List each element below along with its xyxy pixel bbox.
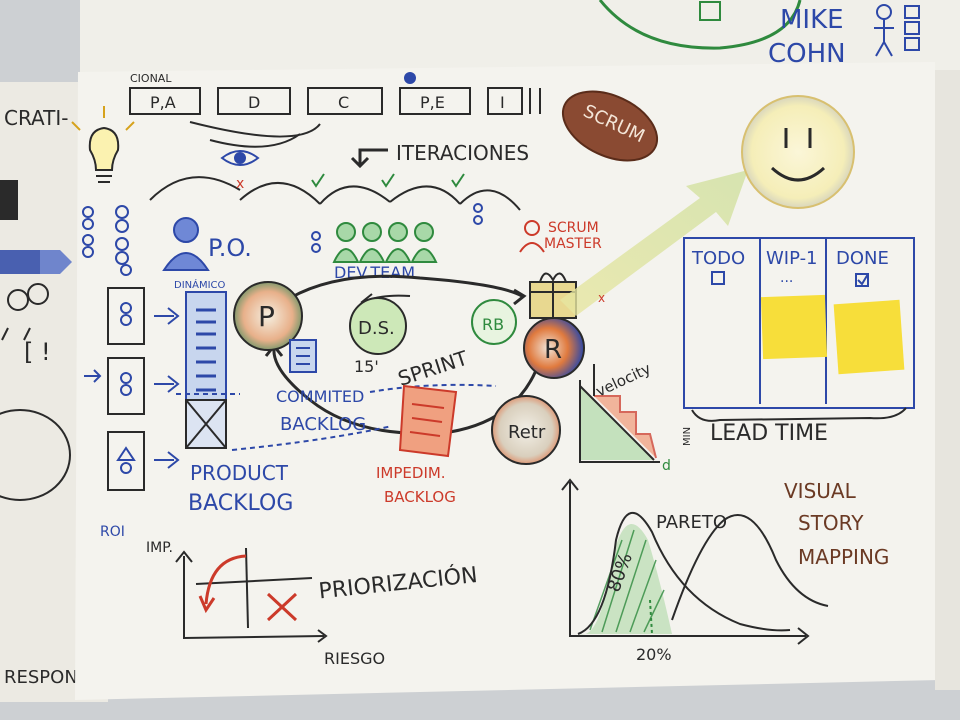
scrum-master-figure <box>519 220 545 253</box>
review-circle-label: R <box>544 335 562 365</box>
kanban-board <box>683 237 915 409</box>
dinamico-label: DINÁMICO <box>174 278 226 291</box>
commited-backlog-doc-icon <box>289 339 317 373</box>
left-word-bottom: RESPONS <box>4 667 89 688</box>
x-mark-review: x <box>598 291 605 305</box>
eye-icon <box>220 150 260 166</box>
daily-scrum-circle <box>349 297 407 355</box>
stick-figures-icon <box>874 4 920 57</box>
kanban-wip-dots: ... <box>780 270 793 286</box>
priorizacion-axes <box>175 547 328 643</box>
product-owner-figure <box>162 217 210 271</box>
commited-backlog-l2: BACKLOG <box>280 414 366 435</box>
dev-team-figures <box>332 222 438 263</box>
corner-label: CIONAL <box>130 72 172 85</box>
priorizacion-x-mark <box>266 592 298 622</box>
velocity-d-label: d <box>662 458 671 474</box>
smiley-face-icon <box>741 95 855 209</box>
eye-icon-top <box>404 72 416 84</box>
left-exclaim: [ ! <box>24 338 51 366</box>
retrospective-circle <box>491 395 561 465</box>
commited-backlog-l1: COMMITED <box>276 387 364 406</box>
left-bottom-ellipse <box>0 409 71 501</box>
vsm-label-l1: VISUAL <box>784 479 857 503</box>
x-mark-iter: x <box>236 176 244 192</box>
commited-dashed-line <box>231 425 393 451</box>
riesgo-label: RIESGO <box>324 649 385 668</box>
lead-time-bracket <box>691 407 907 422</box>
impediment-backlog-l2: BACKLOG <box>384 488 456 506</box>
stage-label-3: P,E <box>420 93 445 112</box>
velocity-chart <box>579 364 660 463</box>
stage-label-2: C <box>338 93 349 112</box>
impediment-backlog-icon <box>398 384 458 458</box>
left-word-top: CRATI- <box>4 106 69 130</box>
pareto-chart <box>561 478 829 645</box>
planning-circle-label: P <box>258 300 275 333</box>
lightbulb-icon <box>71 106 135 183</box>
sprint-dashed-line <box>369 383 497 393</box>
product-backlog-l1: PRODUCT <box>190 461 289 485</box>
iteration-checkmarks <box>311 173 465 188</box>
backlog-cards <box>107 287 145 491</box>
release-burndown-circle <box>471 299 517 345</box>
top-drawing-circle <box>598 0 802 50</box>
planning-circle <box>233 281 303 351</box>
kanban-todo-header: TODO <box>691 248 745 269</box>
minutes-label: 15' <box>354 357 379 376</box>
scrum-rugby-ball <box>561 90 659 162</box>
left-chevron-arrows-icon <box>0 250 72 274</box>
stage-label-0: P,A <box>150 93 176 112</box>
card-to-backlog-arrows <box>84 307 180 469</box>
impediment-backlog-l1: IMPEDIM. <box>376 464 446 482</box>
author-name-line1: MIKE <box>780 5 844 35</box>
roi-label: ROI <box>100 524 125 540</box>
sticky-note-wip <box>760 294 828 360</box>
lead-time-label: LEAD TIME <box>710 421 828 446</box>
left-dark-box <box>0 180 18 220</box>
iteraciones-label: ITERACIONES <box>396 141 529 165</box>
scrum-master-label-l1: SCRUM <box>548 220 599 236</box>
product-backlog-l2: BACKLOG <box>188 491 293 516</box>
daily-scrum-label: D.S. <box>358 318 395 339</box>
stages-row <box>129 87 541 148</box>
stakeholder-figures <box>82 205 132 276</box>
po-label: P.O. <box>208 234 252 262</box>
main-paper-sheet <box>75 62 940 700</box>
success-arrow <box>560 170 748 316</box>
product-backlog-stack <box>176 291 240 449</box>
sticky-note-done <box>833 299 905 375</box>
kanban-done-checkbox <box>855 273 869 287</box>
iteration-arcs <box>149 176 521 211</box>
dev-team-side-figures <box>311 203 483 253</box>
backlog-card-figures <box>116 302 136 474</box>
pareto-label: PARETO <box>656 512 727 533</box>
vsm-label-l2: STORY <box>798 511 864 535</box>
kanban-done-header: DONE <box>836 248 889 269</box>
review-circle <box>523 317 585 379</box>
lead-time-min: MIN <box>682 427 693 446</box>
kanban-todo-checkbox <box>711 271 725 285</box>
imp-label: IMP. <box>146 540 173 556</box>
retrospective-label: Retr <box>508 422 546 443</box>
stage-label-1: D <box>248 93 260 112</box>
release-burndown-label: RB <box>482 315 504 334</box>
priorizacion-red-arrow <box>198 554 247 614</box>
iteraciones-arrow <box>350 148 388 169</box>
vsm-label-l3: MAPPING <box>798 545 889 569</box>
stage-label-4: I <box>500 93 505 112</box>
kanban-wip-header: WIP-1 <box>766 248 818 269</box>
left-people-icons <box>1 283 49 341</box>
pareto-20-label: 20% <box>636 645 672 664</box>
scrum-master-label-l2: MASTER <box>544 236 602 252</box>
